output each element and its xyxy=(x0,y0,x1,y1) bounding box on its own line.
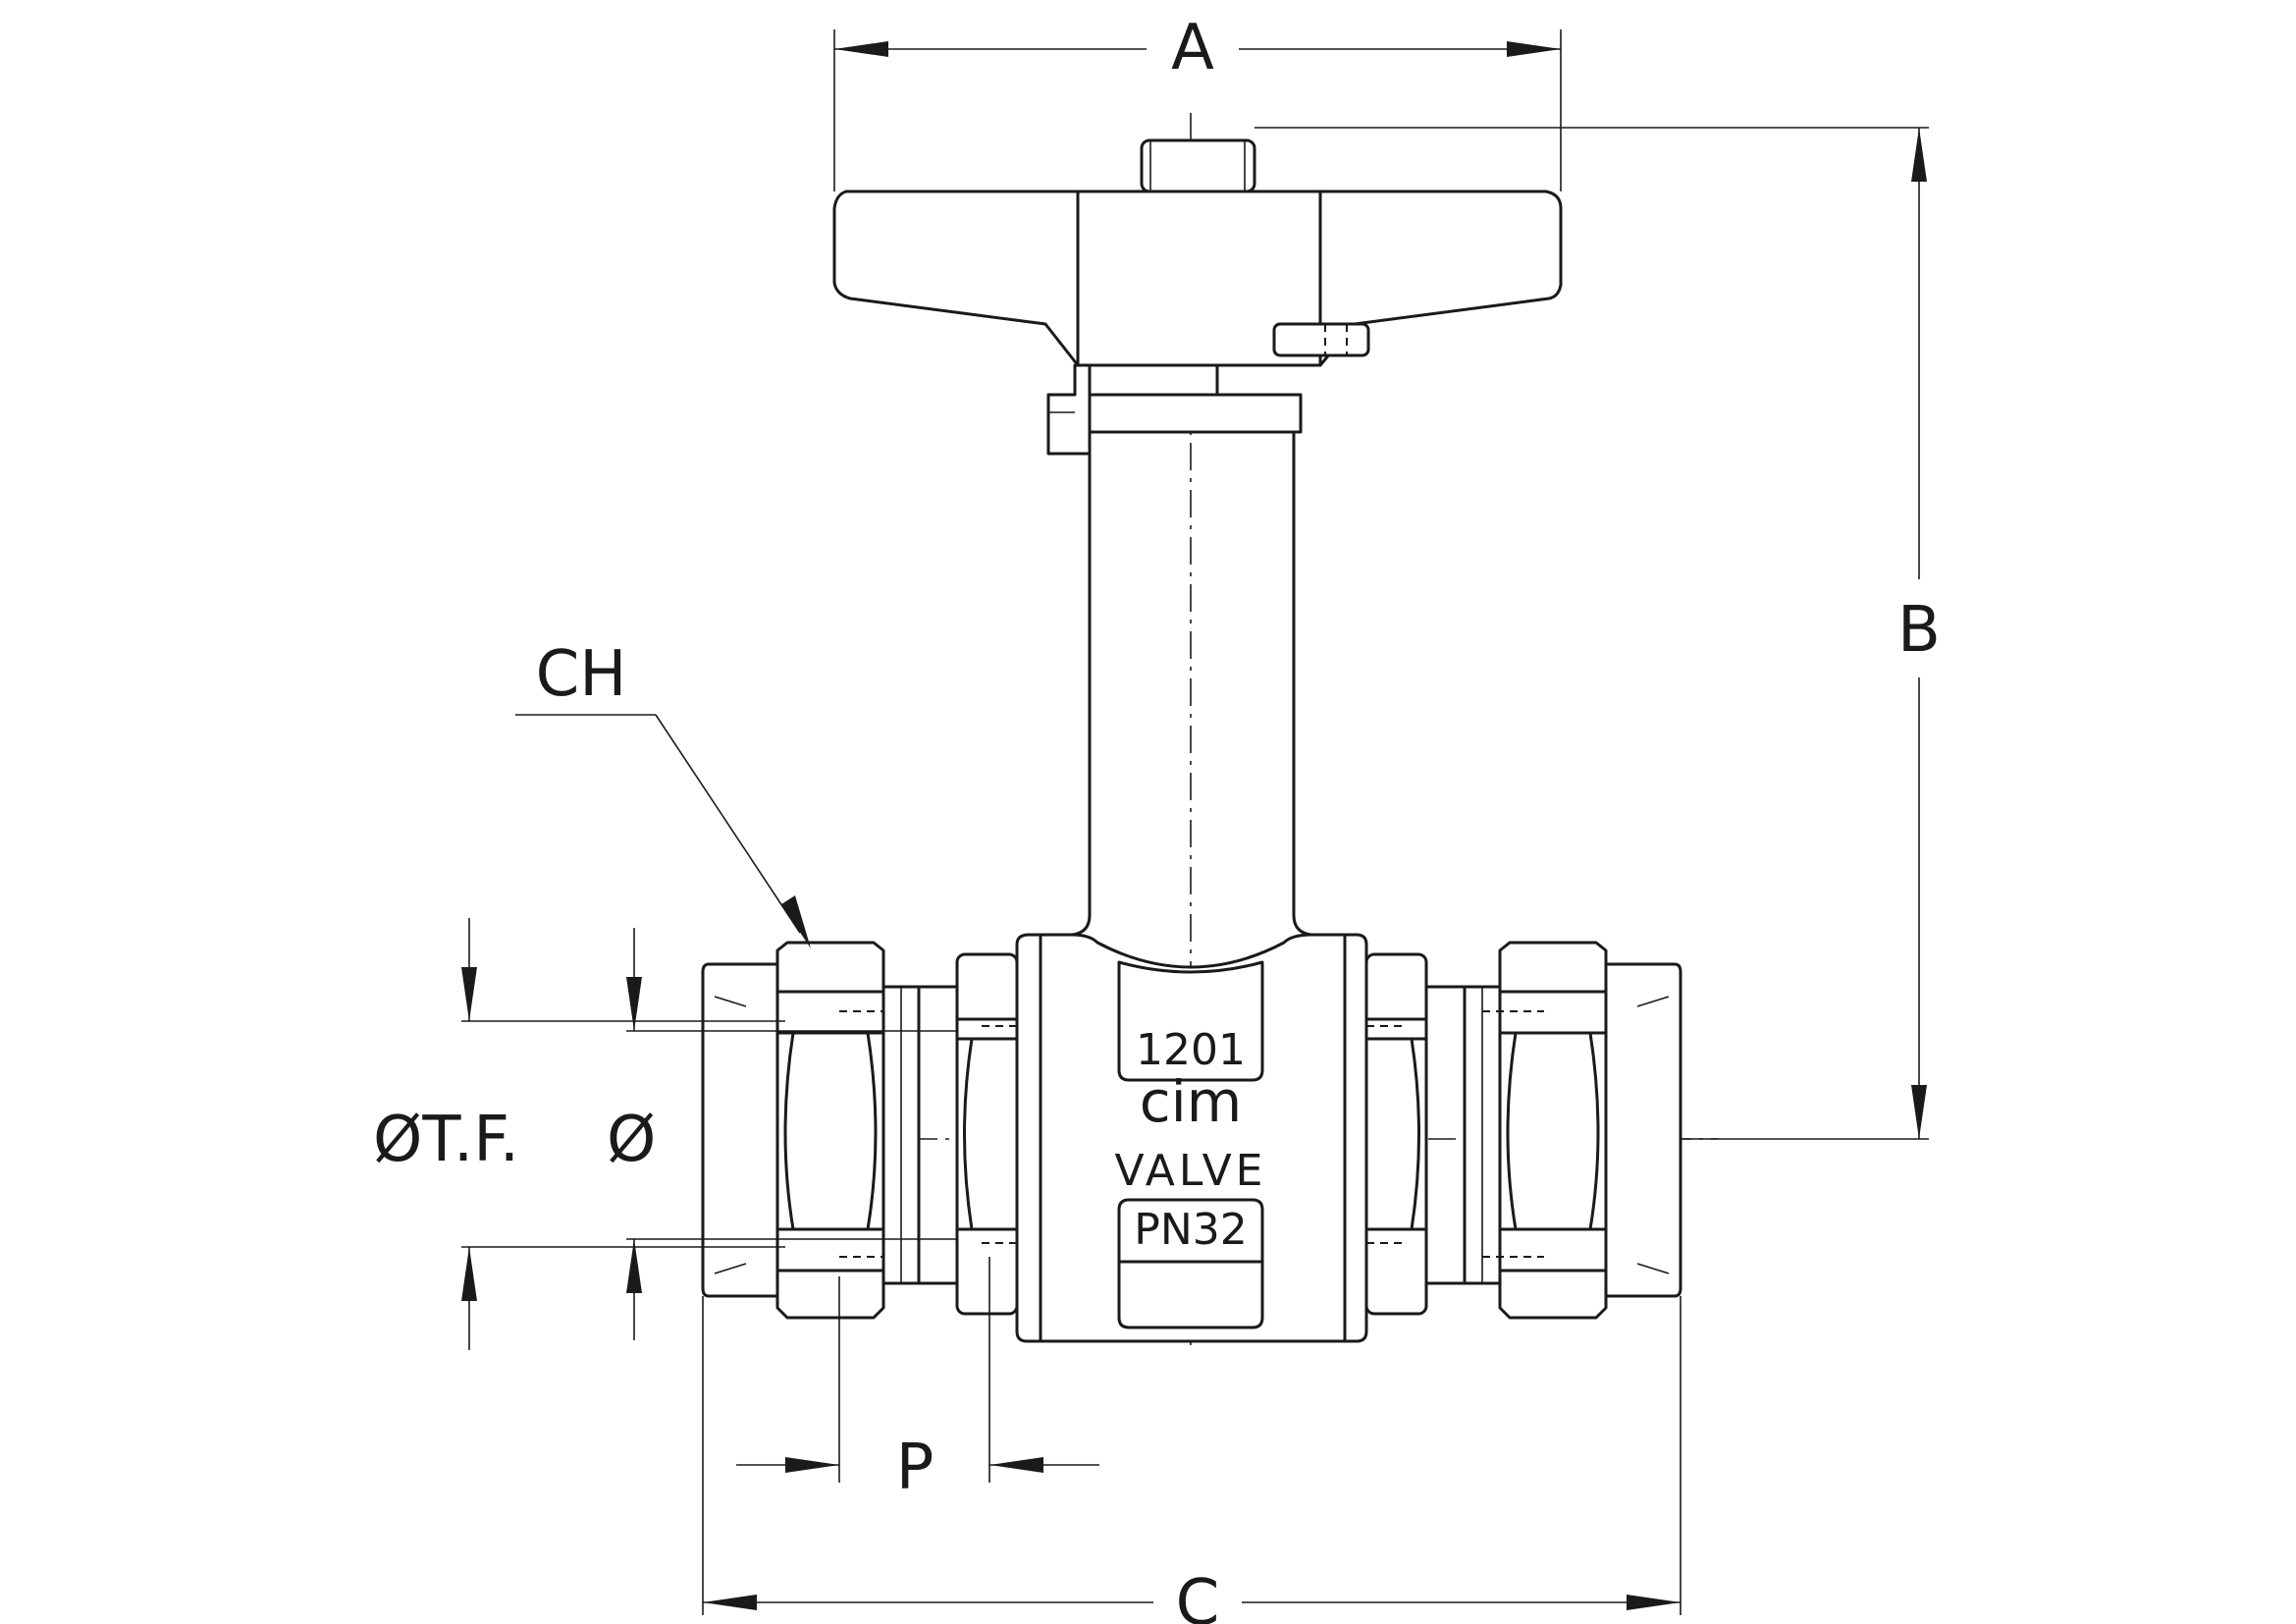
marking-pressure: PN32 xyxy=(1134,1205,1247,1255)
label-ch: CH xyxy=(536,638,627,711)
dimension-p xyxy=(736,1257,1099,1483)
right-end-cap xyxy=(1604,962,1682,1298)
dimension-a xyxy=(833,29,1562,191)
valve-body xyxy=(1015,933,1368,1343)
label-diameter: Ø xyxy=(607,1104,656,1176)
right-hex-nut xyxy=(1498,941,1608,1320)
left-end-cap xyxy=(701,962,779,1298)
dimension-b xyxy=(1255,127,1929,1140)
label-diameter-tf: ØT.F. xyxy=(373,1104,519,1176)
handle-hub xyxy=(1046,363,1303,456)
handle xyxy=(832,138,1563,456)
label-p: P xyxy=(896,1432,934,1504)
handle-nut xyxy=(1140,138,1256,193)
dimension-ch xyxy=(515,714,811,948)
marking-valve: VALVE xyxy=(1115,1146,1267,1196)
label-a: A xyxy=(1171,12,1214,84)
right-body-nut xyxy=(1364,952,1428,1316)
label-b: B xyxy=(1897,594,1941,667)
lower-plaque xyxy=(1117,1198,1264,1329)
dimension-c xyxy=(702,1296,1682,1615)
marking-brand: cim xyxy=(1140,1068,1243,1135)
set-screw xyxy=(1272,322,1370,357)
left-connection xyxy=(701,941,1019,1320)
left-body-nut xyxy=(955,952,1019,1316)
left-hex-nut xyxy=(775,941,885,1320)
dimension-diameters xyxy=(461,918,957,1350)
butterfly-lever xyxy=(832,189,1563,367)
upper-plaque xyxy=(1117,960,1264,1082)
right-connection xyxy=(1364,941,1682,1320)
extension-stem xyxy=(1070,430,1313,937)
body-outline xyxy=(1015,933,1368,1343)
label-c: C xyxy=(1176,1567,1220,1624)
marking-model: 1201 xyxy=(1136,1025,1246,1075)
